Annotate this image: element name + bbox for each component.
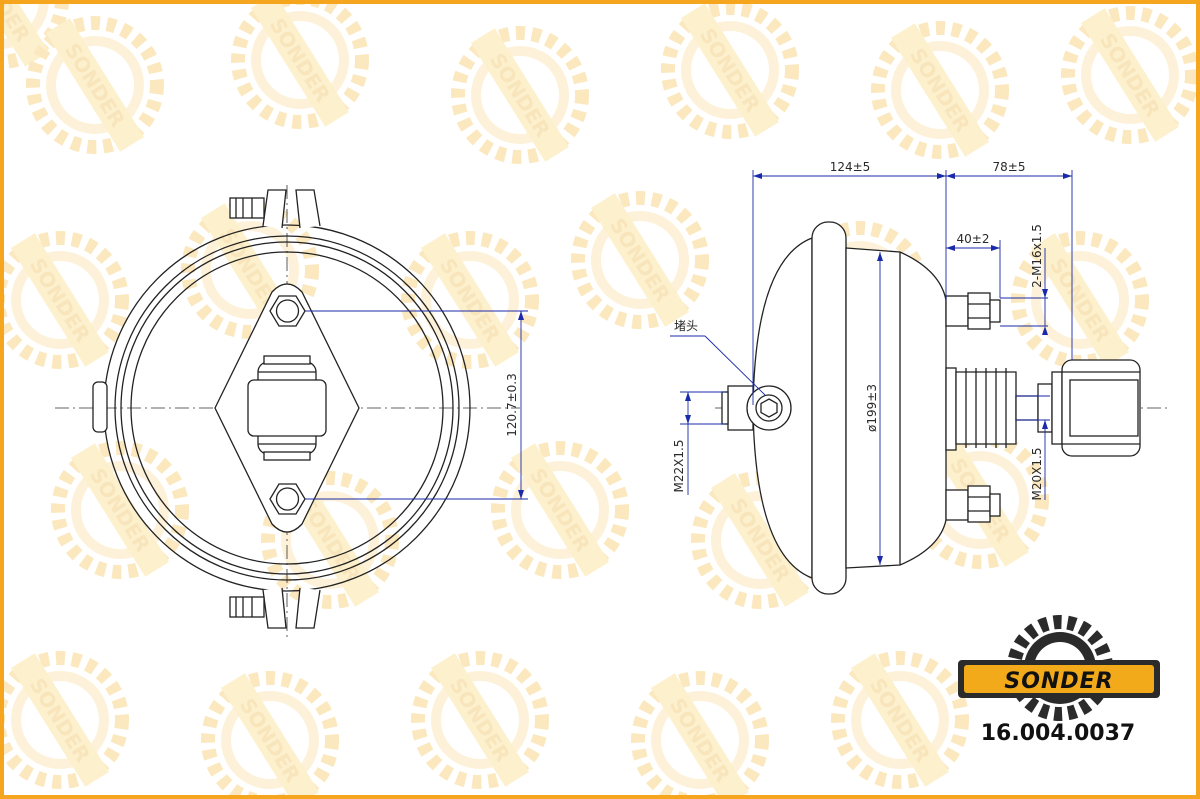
dimension-78: 78±5 (993, 160, 1026, 174)
dimension-m20-thread: M20X1.5 (1030, 448, 1044, 501)
dimension-m16-thread: 2-M16x1.5 (1030, 224, 1044, 288)
side-view-labels: 124±5 78±5 40±2 2-M16x1.5 ø199±3 M22X1.5… (672, 160, 1044, 500)
brand-name: SONDER (1004, 669, 1113, 694)
part-number: 16.004.0037 (981, 721, 1135, 746)
front-view (55, 185, 520, 640)
dimension-m22-thread: M22X1.5 (672, 440, 686, 493)
callout-plug-label: 堵头 (674, 319, 698, 333)
dimension-arrows (685, 173, 1072, 565)
side-view (715, 221, 1170, 595)
dimension-120-7: 120.7±0.3 (505, 373, 519, 437)
sonder-logo: SONDER (958, 615, 1160, 721)
dimension-124: 124±5 (830, 160, 871, 174)
front-view-dimension: 120.7±0.3 (305, 310, 528, 500)
dimension-40: 40±2 (957, 232, 990, 246)
dimension-diameter: ø199±3 (865, 384, 879, 432)
